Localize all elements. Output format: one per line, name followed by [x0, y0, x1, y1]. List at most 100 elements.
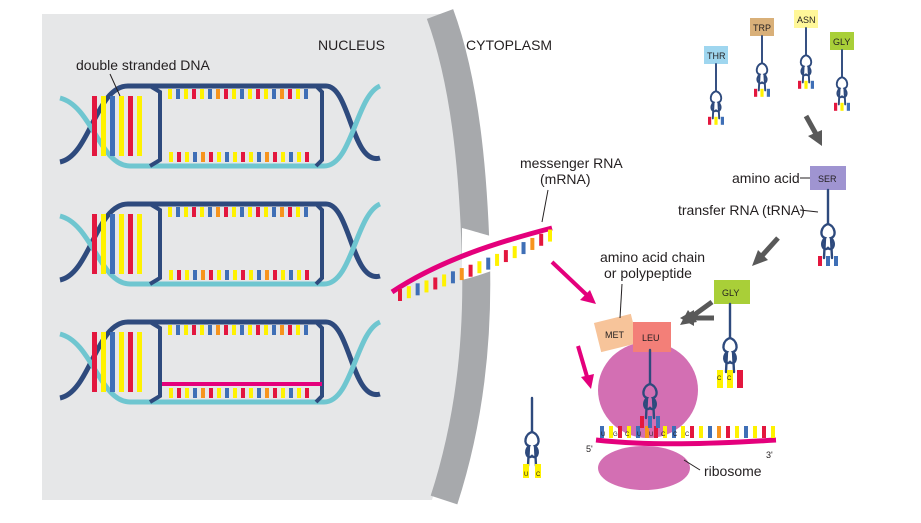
arrow-icon: [576, 345, 594, 389]
ribosome-mrna-base: [753, 426, 757, 438]
nucleus-label: NUCLEUS: [318, 37, 385, 53]
ribosome-mrna-base: [762, 426, 766, 438]
dna-base: [281, 388, 285, 398]
dna-base: [241, 270, 245, 280]
mrna-base: [486, 257, 491, 270]
ribosome-mrna-codon-letter: C: [673, 432, 678, 438]
ribosome-mrna-codon-letter: G: [613, 432, 618, 438]
dna-base: [208, 207, 212, 217]
dna-bubble-right: [314, 320, 324, 404]
dna-base: [232, 325, 236, 335]
trna-icon: TRP: [750, 18, 774, 97]
dna-base: [177, 388, 181, 398]
mrna-base: [548, 229, 552, 242]
anticodon-base: [708, 116, 712, 125]
dna-base-pair: [119, 96, 124, 156]
dna-base: [225, 388, 229, 398]
ribosome-label: ribosome: [704, 463, 762, 479]
dna-base: [233, 152, 237, 162]
dna-base: [224, 325, 228, 335]
dna-base: [281, 270, 285, 280]
ribosome-mrna-base: [645, 426, 649, 438]
ribosome-mrna-base: [690, 426, 694, 438]
dna-base: [304, 325, 308, 335]
dna-base: [305, 388, 309, 398]
dna-base: [209, 152, 213, 162]
cytoplasm-label: CYTOPLASM: [466, 37, 552, 53]
mrna-base: [503, 250, 508, 263]
dna-base: [256, 325, 260, 335]
dna-base: [184, 325, 188, 335]
ribosome-mrna-base: [771, 426, 775, 438]
dna-base: [248, 325, 252, 335]
dna-base: [281, 152, 285, 162]
dna-base: [248, 207, 252, 217]
arrow-icon: [680, 310, 714, 326]
dna-base: [168, 325, 172, 335]
mrna-base: [424, 280, 429, 293]
dna-base: [288, 207, 292, 217]
amino-acid-chain-label-line1: amino acid chain: [600, 249, 705, 265]
anticodon-base: [754, 88, 758, 97]
trna-shape: [834, 49, 850, 111]
dna-base: [305, 152, 309, 162]
trna-stem: [709, 63, 723, 120]
dna-base: [297, 388, 301, 398]
dna-base-pair: [137, 96, 142, 156]
dna-base: [168, 207, 172, 217]
dna-base: [241, 388, 245, 398]
gly-label: GLY: [722, 288, 739, 298]
dna-base: [249, 152, 253, 162]
dna-base-pair: [137, 214, 142, 274]
dna-base-pair: [101, 96, 106, 156]
thr-box: [704, 46, 728, 64]
dna-base: [256, 89, 260, 99]
dna-base: [257, 270, 261, 280]
ribosome-mrna-codon-letter: U: [601, 432, 605, 438]
anticodon-base: [714, 116, 718, 125]
dna-bubble-left: [148, 320, 162, 404]
dna-strand-top: [59, 201, 381, 283]
dna-base: [184, 89, 188, 99]
ribosome-mrna-base: [717, 426, 721, 438]
trna-shape: [798, 27, 814, 89]
dna-base: [224, 89, 228, 99]
ribosome-mrna-base: [609, 426, 613, 438]
mrna-base: [495, 253, 500, 266]
dna-base: [209, 270, 213, 280]
dna-label-pointer: [109, 73, 121, 97]
mrna-base: [415, 283, 420, 296]
ribosome-mrna-codon-letter: C: [661, 432, 666, 438]
dna-base: [216, 325, 220, 335]
trna-stem: [755, 35, 769, 92]
dna-panel: [59, 201, 382, 287]
dna-base-pair: [92, 332, 97, 392]
ribosome: [598, 342, 698, 490]
dna-base: [265, 388, 269, 398]
ribosome-mrna-codon-letter: U: [637, 432, 641, 438]
gly-box: [714, 280, 750, 304]
dna-base: [192, 325, 196, 335]
dna-base-pair: [119, 214, 124, 274]
three-prime-label: 3': [766, 450, 773, 460]
dna-strand-bottom: [59, 201, 382, 287]
ribosome-mrna-codon-letter: C: [685, 432, 690, 438]
arrow-icon: [680, 299, 714, 325]
dna-base: [169, 270, 173, 280]
polypeptide-chain: MET LEU: [593, 313, 671, 353]
trna-icon: THR: [704, 46, 728, 125]
mrna-base: [539, 233, 544, 246]
gly-codon: C C: [717, 376, 732, 382]
ribosome-label-pointer: [683, 459, 701, 471]
dna-base: [185, 152, 189, 162]
dna-base-pair: [110, 214, 115, 274]
dna-base: [217, 388, 221, 398]
svg-text:C: C: [536, 472, 541, 478]
dna-base-pair: [110, 96, 115, 156]
dna-base: [256, 207, 260, 217]
dna-base-pair: [101, 332, 106, 392]
ribosome-mrna-base: [618, 426, 622, 438]
dna-base: [296, 89, 300, 99]
